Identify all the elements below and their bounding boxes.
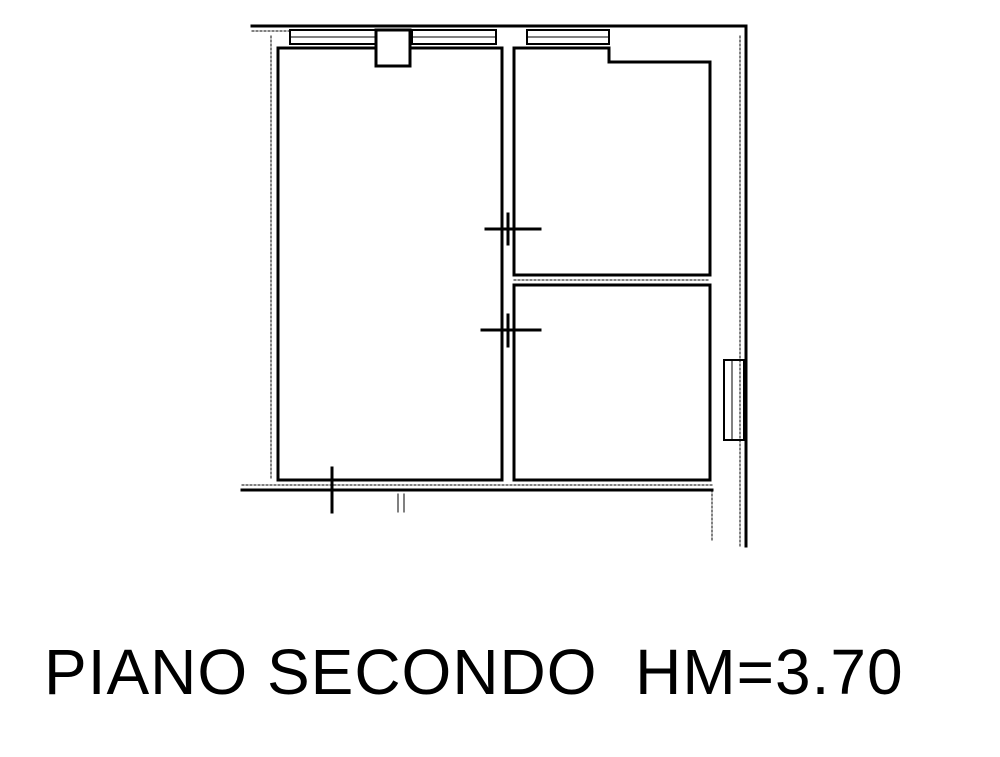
height-label: HM=3.70 xyxy=(635,636,904,708)
room-left xyxy=(276,46,504,482)
room-upper-right xyxy=(512,46,712,277)
floor-caption: PIANO SECONDO HM=3.70 xyxy=(44,640,904,704)
caption-spacer xyxy=(598,636,636,708)
top-pillar xyxy=(374,28,412,68)
room-lower-right xyxy=(512,283,712,482)
floor-plan-walls xyxy=(240,24,748,548)
floor-label: PIANO SECONDO xyxy=(44,636,598,708)
window-right xyxy=(723,359,745,441)
